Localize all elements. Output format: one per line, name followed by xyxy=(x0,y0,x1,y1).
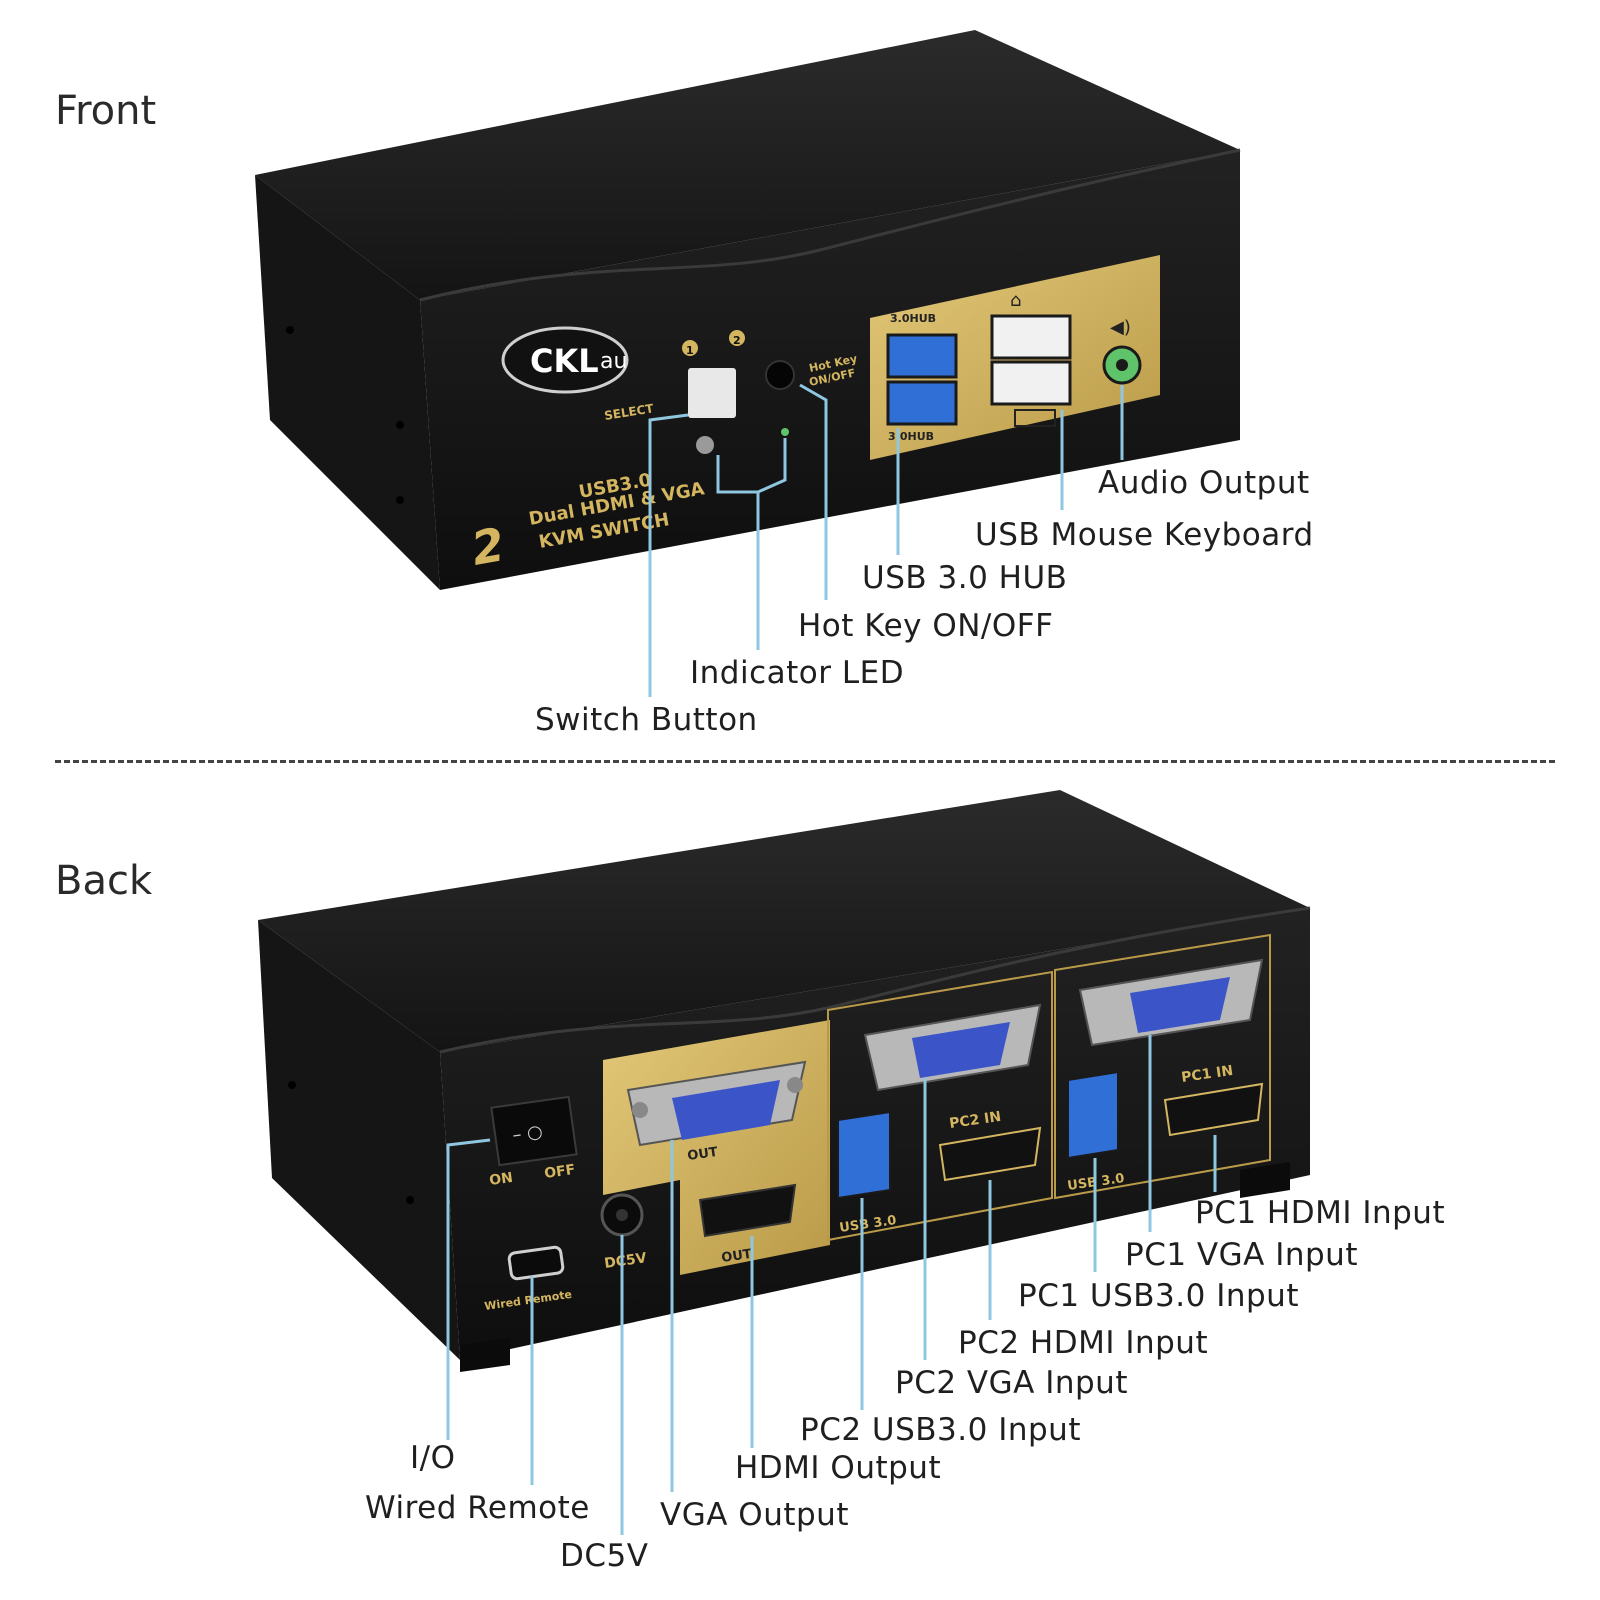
pc2-vga-port[interactable] xyxy=(912,1022,1010,1078)
svg-text:OFF: OFF xyxy=(543,1162,576,1182)
callout-pc2-vga: PC2 VGA Input xyxy=(895,1365,1128,1401)
svg-text:CKL: CKL xyxy=(530,342,599,380)
svg-text:OUT: OUT xyxy=(720,1247,752,1266)
brand-logo: CKL au xyxy=(501,326,629,394)
svg-text:3.0HUB: 3.0HUB xyxy=(888,430,934,443)
vga-output-port[interactable] xyxy=(672,1080,780,1140)
front-kvm-device xyxy=(255,30,1241,590)
svg-text:ON: ON xyxy=(488,1170,514,1189)
callout-pc2-hdmi: PC2 HDMI Input xyxy=(958,1325,1209,1361)
pc1-panel xyxy=(1054,933,1271,1200)
callout-hdmi-output: HDMI Output xyxy=(735,1450,942,1486)
svg-text:OUT: OUT xyxy=(686,1145,718,1164)
callout-wired-remote: Wired Remote xyxy=(365,1490,590,1526)
svg-text:1: 1 xyxy=(686,344,694,357)
hdmi-output-port[interactable] xyxy=(698,1183,797,1238)
wired-remote-port[interactable] xyxy=(507,1245,565,1281)
usb-mouse-port[interactable] xyxy=(990,314,1072,360)
front-leader-lines xyxy=(648,383,1124,697)
usb30-hub-port-1[interactable] xyxy=(886,333,958,379)
pc1-vga-port[interactable] xyxy=(1130,977,1230,1033)
svg-text:au: au xyxy=(600,349,627,374)
usb30-hub-port-2[interactable] xyxy=(886,380,958,426)
callout-switch-button: Switch Button xyxy=(535,702,758,738)
callout-audio-output: Audio Output xyxy=(1098,465,1310,501)
svg-text:⌂: ⌂ xyxy=(1010,290,1021,311)
svg-text:PC2 IN: PC2 IN xyxy=(948,1109,1002,1132)
indicator-led-green xyxy=(781,428,789,436)
callout-pc1-vga: PC1 VGA Input xyxy=(1125,1237,1358,1273)
svg-text:◀): ◀) xyxy=(1110,317,1131,338)
callout-vga-output: VGA Output xyxy=(660,1497,849,1533)
power-switch[interactable] xyxy=(490,1095,578,1167)
usb-keyboard-port[interactable] xyxy=(990,360,1072,406)
pc2-usb30-port[interactable] xyxy=(837,1110,891,1200)
pc1-hdmi-port[interactable] xyxy=(1163,1082,1264,1137)
callout-usb-mouse-keyboard: USB Mouse Keyboard xyxy=(975,517,1314,553)
back-leader-lines xyxy=(446,1035,1217,1535)
svg-text:3.0HUB: 3.0HUB xyxy=(890,312,936,325)
hot-key-button[interactable] xyxy=(765,360,795,390)
svg-text:2: 2 xyxy=(733,334,741,347)
callout-indicator-led: Indicator LED xyxy=(690,655,905,691)
callout-pc1-usb: PC1 USB3.0 Input xyxy=(1018,1278,1299,1314)
callout-hot-key: Hot Key ON/OFF xyxy=(798,608,1054,644)
callout-pc2-usb: PC2 USB3.0 Input xyxy=(800,1412,1081,1448)
callout-usb-hub: USB 3.0 HUB xyxy=(862,560,1068,596)
switch-button[interactable] xyxy=(688,368,736,418)
callout-pc1-hdmi: PC1 HDMI Input xyxy=(1195,1195,1446,1231)
section-divider xyxy=(55,760,1555,763)
svg-text:– ○: – ○ xyxy=(511,1121,544,1146)
front-section-title: Front xyxy=(55,88,157,134)
pc2-hdmi-port[interactable] xyxy=(938,1126,1042,1182)
svg-text:PC1 IN: PC1 IN xyxy=(1180,1063,1234,1086)
callout-io: I/O xyxy=(410,1440,456,1476)
svg-text:DC5V: DC5V xyxy=(603,1250,647,1272)
indicator-led xyxy=(696,436,714,454)
pc2-panel xyxy=(827,970,1053,1242)
pc1-usb30-port[interactable] xyxy=(1067,1070,1119,1160)
back-section-title: Back xyxy=(55,858,153,904)
callout-dc5v: DC5V xyxy=(560,1538,649,1574)
